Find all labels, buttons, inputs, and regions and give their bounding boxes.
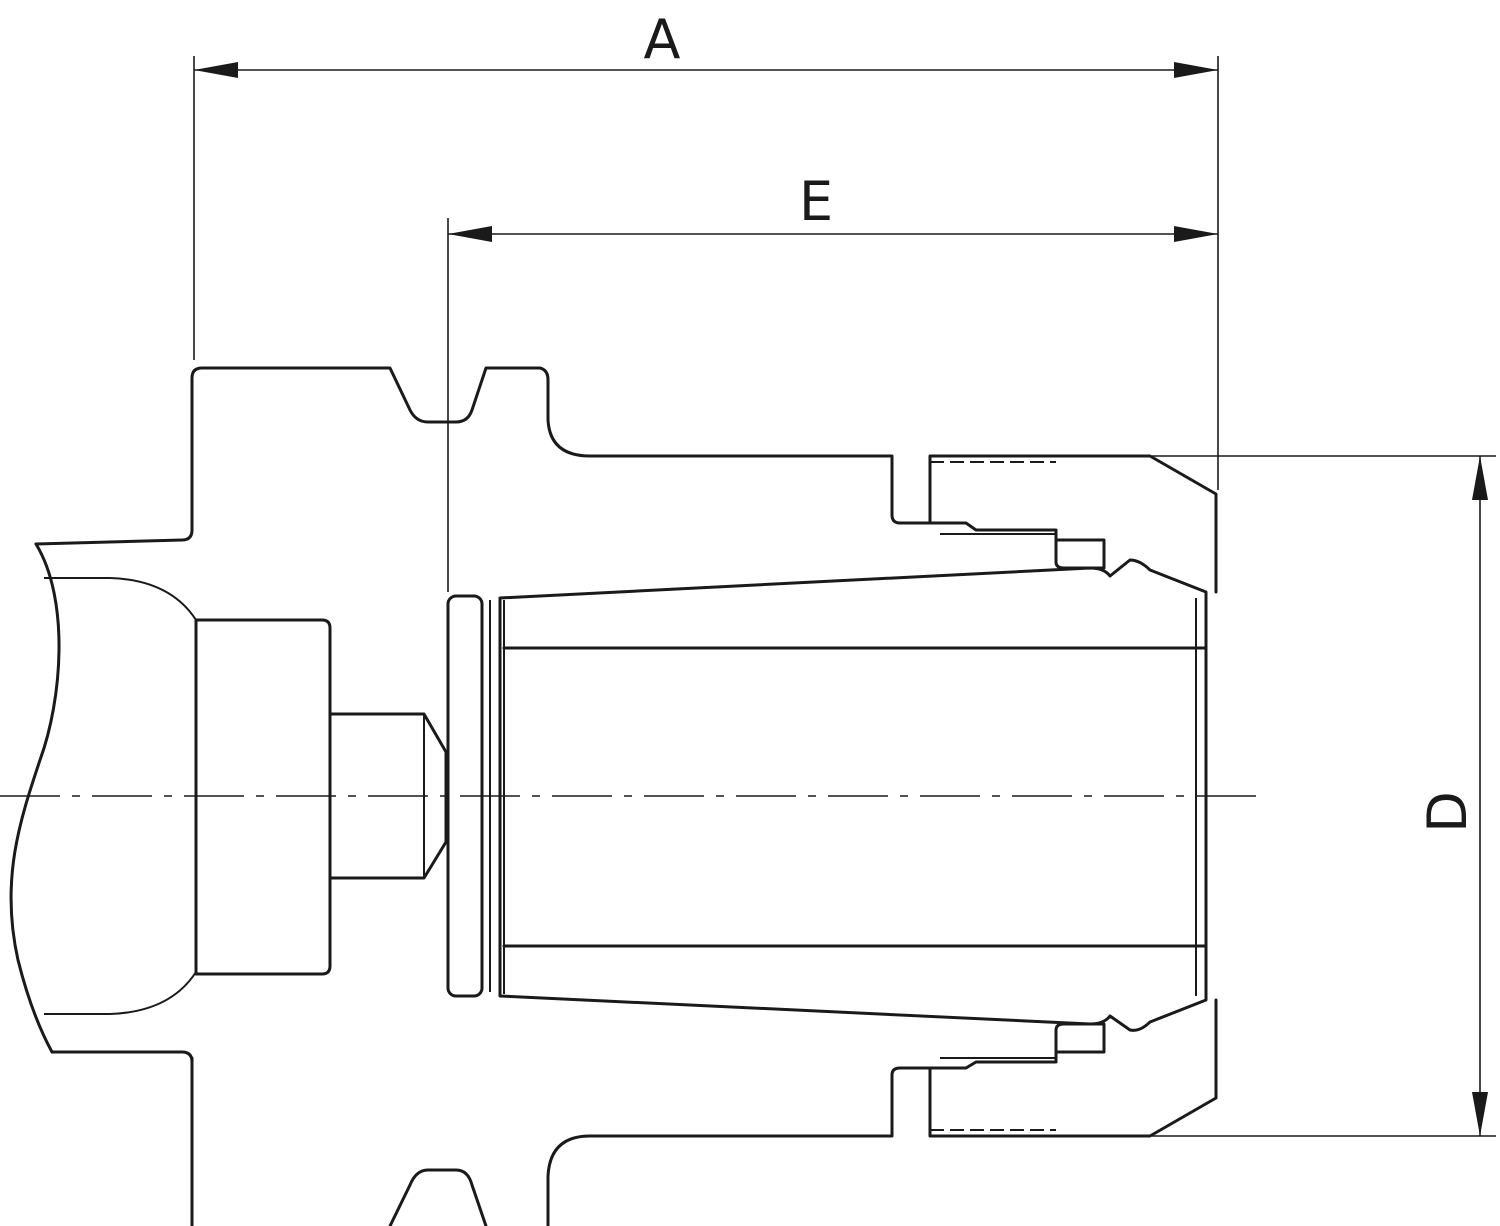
collet [446,558,1208,1032]
dimension-d: D [1152,455,1496,1137]
holder-body [9,366,1218,1226]
dimension-a-arrow-right [1174,62,1218,78]
dimension-d-arrow-bottom [1472,1092,1488,1136]
stop-screw-tip [328,712,448,880]
stop-screw [194,618,332,976]
clamping-nut [928,461,1106,1131]
dimension-e-arrow-left [448,226,492,242]
nut-upper [928,521,1106,570]
shank-lower [50,1050,194,1064]
shank-upper [34,528,194,546]
body-lower-profile [190,998,1218,1226]
collet-body [498,558,1208,1032]
dimension-e-label: E [799,170,833,233]
dimension-a-label: A [644,8,681,71]
shank-bore [44,577,197,1015]
break-line [9,542,61,1054]
dimension-d-label: D [1416,791,1479,833]
dimension-a: A [193,8,1219,490]
dimension-d-arrow-top [1472,456,1488,500]
nut-lower [928,1022,1106,1070]
dimension-a-arrow-left [194,62,238,78]
dimension-e-arrow-right [1174,226,1218,242]
dimension-e: E [447,170,1218,592]
body-upper-profile [190,366,1218,594]
